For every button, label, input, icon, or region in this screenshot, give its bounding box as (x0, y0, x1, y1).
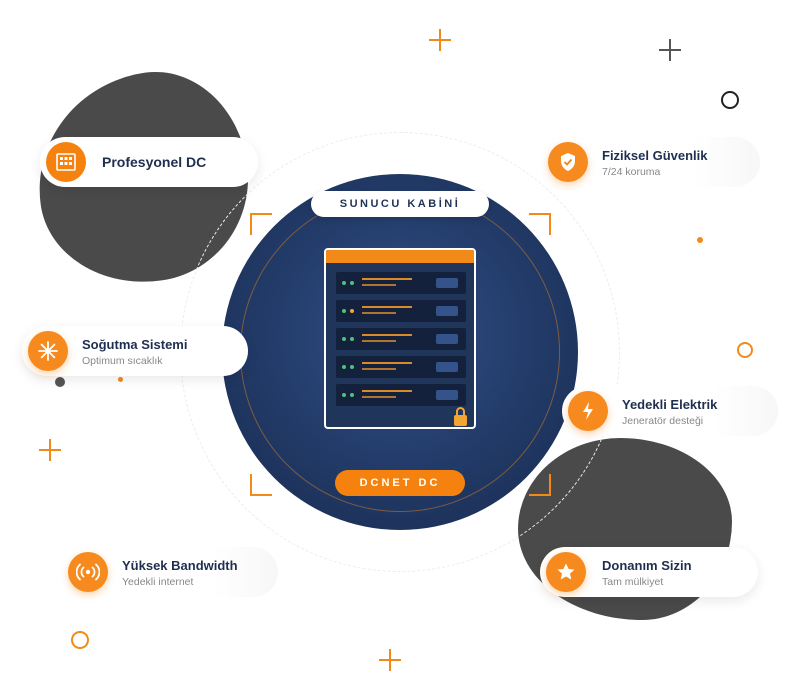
feature-card-donanim-sizin: Donanım Sizin Tam mülkiyet (540, 547, 758, 597)
server-rack-unit (336, 272, 466, 294)
star-icon (546, 552, 586, 592)
plus-decoration-icon (659, 39, 681, 61)
corner-bracket-icon (529, 213, 551, 235)
plus-decoration-icon (379, 649, 401, 671)
feature-card-yedekli-elektrik: Yedekli Elektrik Jeneratör desteği (562, 386, 778, 436)
feature-subtitle: Jeneratör desteği (622, 415, 704, 427)
corner-bracket-icon (250, 474, 272, 496)
server-rack-unit (336, 356, 466, 378)
server-cabinet-icon (324, 248, 476, 429)
lock-icon (454, 407, 467, 426)
lightning-icon (568, 391, 608, 431)
shield-check-icon (548, 142, 588, 182)
feature-subtitle: Tam mülkiyet (602, 576, 664, 588)
corner-bracket-icon (250, 213, 272, 235)
signal-icon (68, 552, 108, 592)
feature-title: Soğutma Sistemi (82, 337, 188, 352)
feature-card-sogutma: Soğutma Sistemi Optimum sıcaklık (22, 326, 248, 376)
circle-decoration-icon (71, 631, 89, 649)
circle-decoration-icon (737, 342, 753, 358)
feature-title: Donanım Sizin (602, 558, 692, 573)
feature-subtitle: Yedekli internet (122, 576, 194, 588)
cabinet-title-pill: SUNUCU KABİNİ (311, 191, 489, 217)
dcnet-dc-badge: DCNET DC (335, 470, 465, 496)
corner-bracket-icon (529, 474, 551, 496)
feature-subtitle: 7/24 koruma (602, 166, 661, 178)
feature-title: Yedekli Elektrik (622, 397, 718, 412)
server-rack-unit (336, 300, 466, 322)
server-rack-unit (336, 328, 466, 350)
feature-card-profesyonel-dc: Profesyonel DC (40, 137, 258, 187)
building-icon (46, 142, 86, 182)
snowflake-icon (28, 331, 68, 371)
dot-decoration-icon (697, 237, 703, 243)
dot-decoration-icon (55, 377, 65, 387)
feature-title: Profesyonel DC (102, 154, 207, 170)
circle-decoration-icon (721, 91, 739, 109)
plus-decoration-icon (39, 439, 61, 461)
plus-decoration-icon (429, 29, 451, 51)
dot-decoration-icon (118, 377, 123, 382)
feature-card-yuksek-bandwidth: Yüksek Bandwidth Yedekli internet (62, 547, 278, 597)
server-rack-unit (336, 384, 466, 406)
feature-card-fiziksel-guvenlik: Fiziksel Güvenlik 7/24 koruma (542, 137, 760, 187)
cabinet-top-bar (326, 250, 474, 263)
feature-subtitle: Optimum sıcaklık (82, 355, 163, 367)
feature-title: Yüksek Bandwidth (122, 558, 238, 573)
feature-title: Fiziksel Güvenlik (602, 148, 708, 163)
